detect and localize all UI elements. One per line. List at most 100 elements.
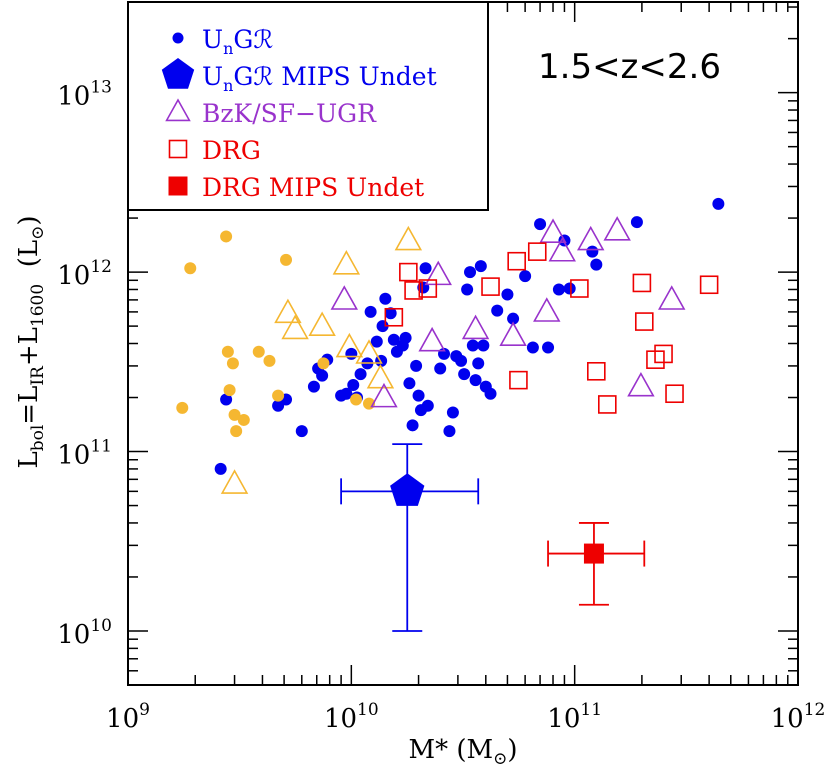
y-tick-label: 1013 — [57, 78, 112, 112]
ungr-point — [455, 354, 468, 367]
redshift-annotation: 1.5<z<2.6 — [538, 47, 721, 87]
ungr-point — [469, 374, 482, 387]
drg-point — [570, 279, 589, 298]
orange-dots-point — [280, 253, 293, 266]
drg-point — [587, 361, 606, 381]
orange-dots-point — [221, 345, 234, 358]
legend-marker — [172, 32, 184, 44]
legend-marker — [168, 176, 188, 196]
bzk-sf-ugr-point — [330, 285, 359, 310]
orange-triangles-point — [355, 339, 383, 364]
ungr-point — [364, 305, 377, 318]
ungr-point — [519, 270, 532, 283]
ungr-point — [526, 341, 539, 354]
orange-triangles-point — [308, 311, 336, 337]
bzk-sf-ugr-point — [533, 297, 561, 322]
ungr-point — [410, 359, 423, 372]
ungr-point — [220, 393, 233, 406]
ungr-point — [630, 216, 643, 229]
ungr-point — [354, 368, 367, 381]
data-points — [176, 197, 725, 494]
ungr-point — [586, 245, 599, 258]
ungr-point — [590, 258, 603, 271]
ungr-point — [552, 283, 565, 296]
ungr-point — [406, 419, 419, 432]
ungr-mips-undet-point — [390, 473, 425, 506]
orange-dots-point — [350, 393, 363, 406]
orange-dots-point — [220, 230, 233, 243]
drg-point — [665, 384, 684, 404]
bzk-sf-ugr-point — [539, 218, 567, 243]
orange-dots-point — [228, 408, 241, 421]
ungr-point — [316, 369, 329, 382]
drg-point — [632, 273, 652, 293]
bzk-sf-ugr-point — [548, 237, 576, 262]
ungr-point — [563, 282, 576, 295]
ungr-point — [434, 362, 447, 375]
ungr-point — [477, 339, 490, 352]
drg-point — [598, 395, 617, 414]
legend-box — [127, 1, 489, 211]
y-axis-title: Lbol=LIR+L1600 (L⊙) — [14, 215, 48, 468]
drg-point — [699, 275, 719, 295]
ungr-point — [464, 266, 477, 279]
ungr-point — [472, 357, 485, 370]
ungr-point — [461, 283, 474, 296]
orange-triangles-point — [274, 298, 302, 324]
ungr-point — [507, 312, 520, 325]
ungr-point — [347, 378, 360, 391]
orange-dots-point — [176, 401, 189, 414]
bzk-sf-ugr-point — [499, 321, 527, 346]
drg-point — [481, 277, 500, 296]
ungr-point — [340, 387, 353, 400]
drg-point — [509, 370, 528, 390]
drg-point — [418, 279, 438, 298]
ungr-point — [379, 292, 392, 305]
orange-triangles-point — [281, 314, 309, 340]
orange-dots-point — [263, 354, 276, 367]
ungr-point — [458, 368, 471, 381]
ungr-point — [295, 425, 308, 438]
orange-dots-point — [184, 262, 197, 275]
ungr-point — [474, 260, 487, 273]
ungr-point — [412, 389, 425, 402]
drg-point — [399, 262, 418, 282]
ungr-point — [214, 462, 227, 475]
ungr-point — [712, 197, 725, 210]
drg-point — [654, 344, 673, 364]
x-tick-label: 1012 — [771, 700, 826, 734]
bzk-sf-ugr-point — [418, 326, 446, 352]
orange-triangles-point — [335, 332, 364, 358]
drg-point — [507, 251, 526, 271]
legend-label: DRG — [202, 136, 261, 165]
drg-point — [527, 242, 547, 261]
orange-triangles-point — [332, 250, 361, 275]
bzk-sf-ugr-point — [461, 314, 490, 340]
ungr-point — [534, 218, 547, 231]
y-tick-label: 1012 — [57, 257, 112, 291]
x-tick-label: 1011 — [547, 700, 602, 734]
x-tick-label: 109 — [106, 700, 150, 734]
ungr-point — [446, 406, 459, 419]
bzk-sf-ugr-point — [658, 285, 686, 310]
bzk-sf-ugr-point — [577, 225, 605, 251]
legend-label: BzK/SF−UGR — [202, 99, 377, 128]
y-tick-label: 1011 — [57, 437, 112, 471]
ungr-point — [484, 387, 497, 400]
ungr-point — [399, 331, 412, 344]
ungr-point — [387, 333, 400, 346]
orange-dots-point — [230, 425, 243, 438]
orange-triangles-point — [394, 225, 423, 251]
legend-label: DRG MIPS Undet — [202, 173, 424, 202]
legend-marker — [168, 139, 188, 159]
legend-label: UnGℛ MIPS Undet — [202, 62, 437, 95]
error-bars — [340, 443, 646, 632]
ungr-point — [491, 304, 504, 317]
orange-triangles-point — [220, 469, 249, 494]
bzk-sf-ugr-point — [627, 371, 655, 397]
x-tick-label: 1010 — [324, 700, 379, 734]
orange-triangles-point — [366, 363, 395, 389]
orange-dots-point — [226, 357, 239, 370]
x-axis-title: M* (M⊙) — [408, 735, 517, 769]
